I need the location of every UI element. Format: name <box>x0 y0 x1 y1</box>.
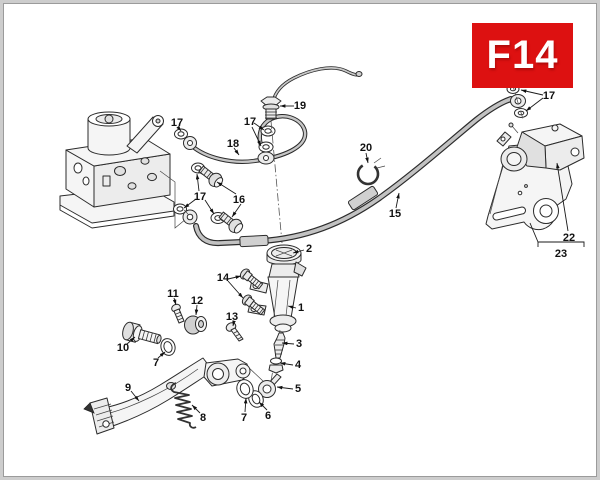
part-label-15: 15 <box>389 208 401 220</box>
caliper-banjo-union <box>506 82 528 120</box>
part-label-6: 6 <box>265 410 271 422</box>
part-label-17-caliper: 17 <box>543 90 555 102</box>
part-label-14: 14 <box>217 272 230 284</box>
washer-7-clevis <box>236 379 254 399</box>
page-code-badge: F14 <box>472 23 573 88</box>
bolt-14-lower <box>241 294 266 316</box>
washer-7-pedal <box>160 338 176 356</box>
part-labels: 19 17 18 17 17 16 20 15 17 2 22 23 14 11… <box>117 90 575 424</box>
clevis-5 <box>242 365 282 398</box>
part-label-16: 16 <box>233 194 245 206</box>
part-label-10: 10 <box>117 342 129 354</box>
brake-caliper-22 <box>485 122 585 231</box>
part-label-7-pedal: 7 <box>153 357 159 369</box>
part-label-2: 2 <box>306 243 312 255</box>
return-spring-8 <box>170 382 197 429</box>
rubber-pad-12 <box>184 315 207 335</box>
part-label-18: 18 <box>227 138 239 150</box>
part-label-1: 1 <box>298 302 304 314</box>
part-label-20: 20 <box>360 142 372 154</box>
hose-clamp-20 <box>356 157 386 186</box>
banjo-bolt-16-upper <box>198 165 224 188</box>
part-label-17-abs-mid: 17 <box>194 191 206 203</box>
part-label-7-clevis: 7 <box>241 412 247 424</box>
part-label-4: 4 <box>295 359 302 371</box>
pivot-bolt-10 <box>122 321 162 345</box>
part-label-11: 11 <box>167 288 179 300</box>
reservoir-hose <box>271 66 363 104</box>
part-label-22: 22 <box>563 232 575 244</box>
leader-lines <box>126 89 585 414</box>
part-label-19: 19 <box>294 100 306 112</box>
nut-4 <box>268 357 284 374</box>
bolt-14-upper <box>239 268 264 290</box>
banjo-bolt-19 <box>260 96 282 120</box>
brake-pipe-18 <box>189 114 308 165</box>
banjo-bolt-16-lower <box>218 211 244 234</box>
part-label-8: 8 <box>200 412 206 424</box>
part-label-5: 5 <box>295 383 301 395</box>
part-label-3: 3 <box>296 338 302 350</box>
part-label-17-center: 17 <box>244 116 256 128</box>
part-label-12: 12 <box>191 295 203 307</box>
part-label-9: 9 <box>125 382 131 394</box>
master-cylinder-1 <box>247 244 307 333</box>
pipe-union-upper <box>174 128 197 150</box>
part-label-17-abs-top: 17 <box>171 117 183 129</box>
brake-pedal-9 <box>83 357 251 435</box>
abs-modulator-unit <box>59 111 187 229</box>
brake-hose-15 <box>193 96 514 248</box>
banjo-washers-center <box>258 120 283 244</box>
part-label-23: 23 <box>555 248 567 260</box>
part-label-13: 13 <box>226 311 238 323</box>
screw-11 <box>171 303 185 324</box>
